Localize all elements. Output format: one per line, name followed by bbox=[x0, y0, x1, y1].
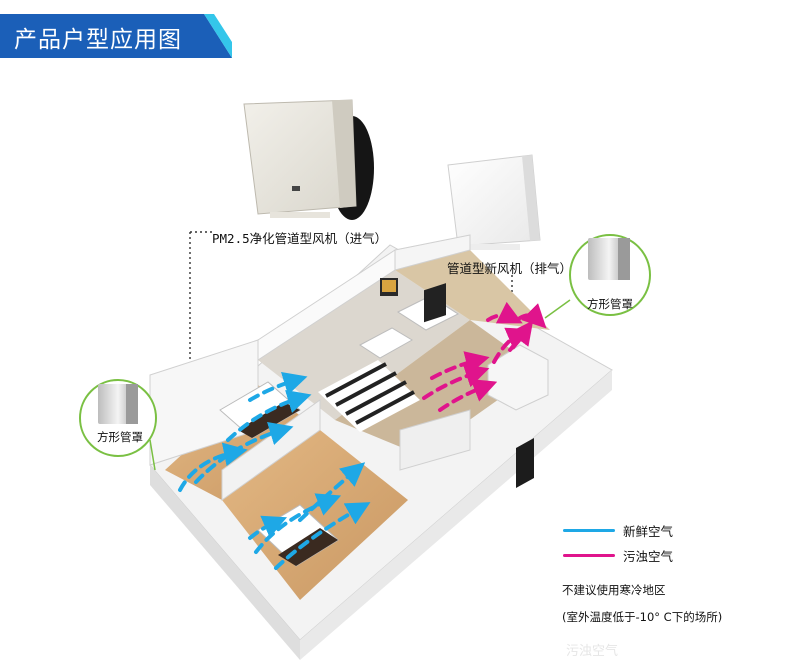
note-cold-region: 不建议使用寒冷地区 bbox=[562, 583, 666, 597]
intake-fan-label: PM2.5净化管道型风机（进气） bbox=[212, 231, 388, 246]
legend-fresh-label: 新鲜空气 bbox=[623, 524, 674, 539]
exhaust-fan-label: 管道型新风机（排气） bbox=[447, 261, 573, 276]
exhaust-fan-image bbox=[447, 154, 541, 250]
fresh-air-flow bbox=[178, 372, 371, 570]
faint-reflection-text: 污浊空气 bbox=[566, 644, 619, 659]
hood-right-label: 方形管罩 bbox=[587, 297, 633, 311]
intake-fan-image bbox=[243, 99, 374, 220]
hood-left-label: 方形管罩 bbox=[97, 430, 143, 444]
hood-left-callout bbox=[79, 379, 157, 471]
legend-dirty-label: 污浊空气 bbox=[623, 549, 674, 564]
legend-fresh-swatch bbox=[563, 529, 615, 532]
header-banner bbox=[0, 14, 232, 58]
hood-right-callout bbox=[544, 234, 651, 319]
page-title: 产品户型应用图 bbox=[14, 27, 182, 53]
dirty-air-flow bbox=[422, 301, 547, 412]
legend-dirty-swatch bbox=[563, 554, 615, 557]
header-banner-shape bbox=[0, 14, 232, 58]
striped-rug bbox=[318, 360, 420, 432]
apartment-floorplan bbox=[149, 234, 613, 660]
note-temperature: (室外温度低于-10° C下的场所) bbox=[562, 610, 723, 624]
